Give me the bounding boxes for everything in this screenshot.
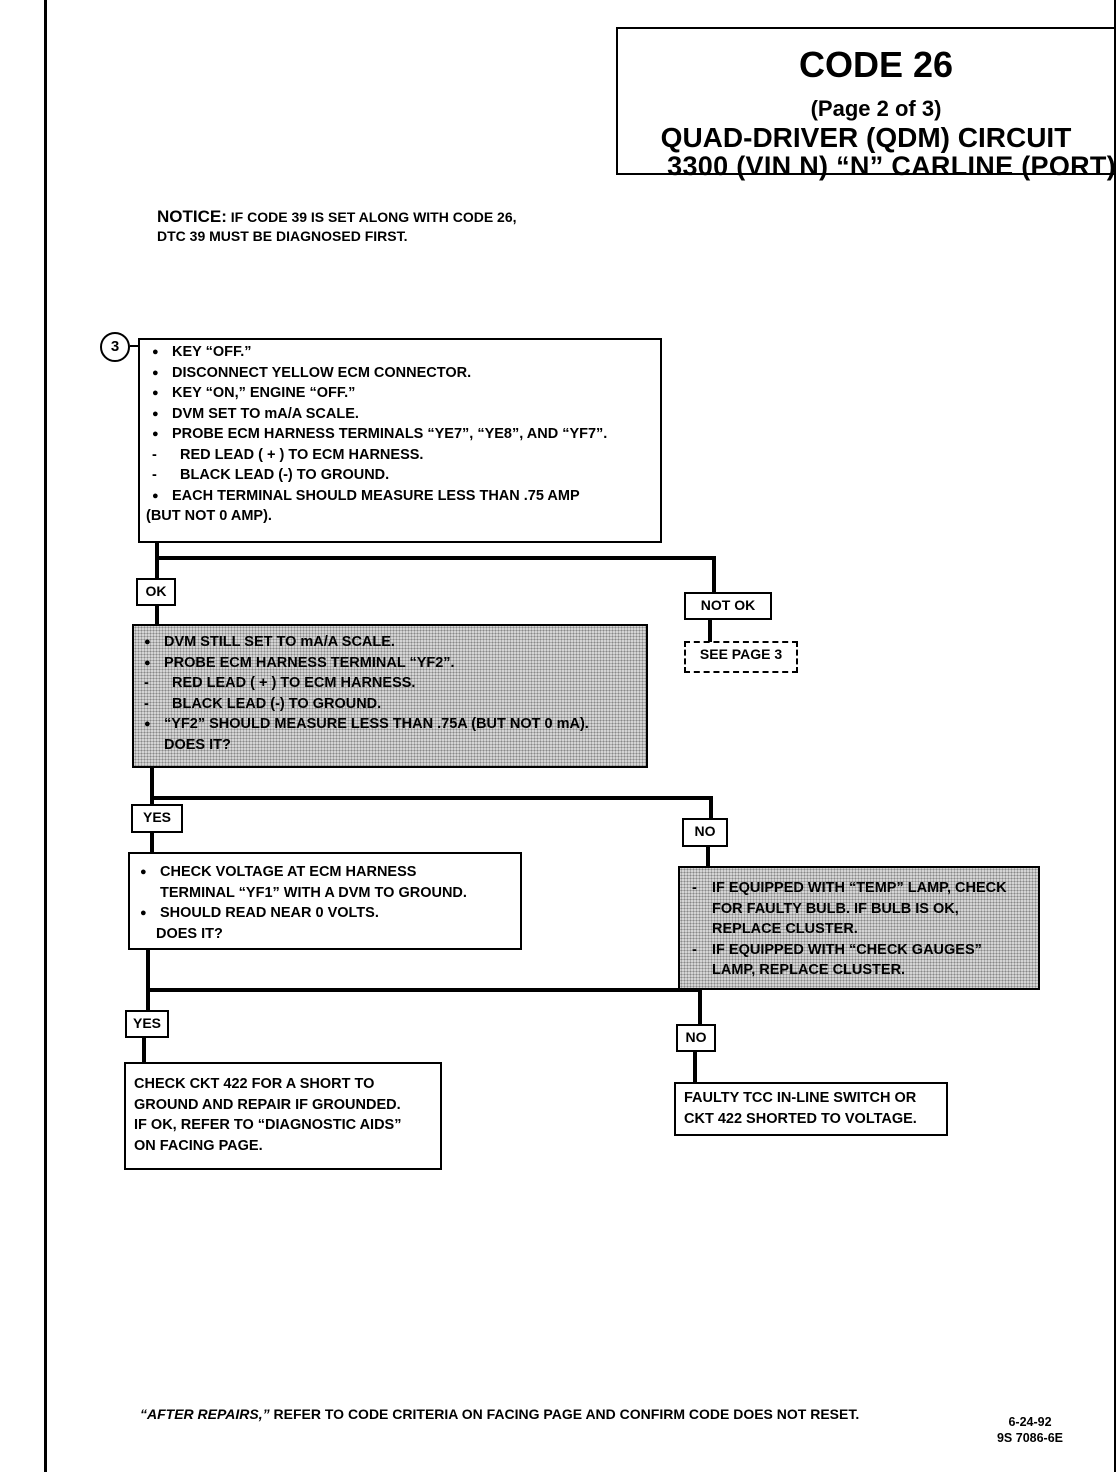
instruction-item: EACH TERMINAL SHOULD MEASURE LESS THAN .…	[146, 486, 654, 507]
connector-line	[130, 345, 144, 347]
instruction-item: DVM SET TO mA/A SCALE.	[146, 404, 654, 425]
connector-line	[146, 988, 702, 992]
check-voltage-box: CHECK VOLTAGE AT ECM HARNESS TERMINAL “Y…	[128, 852, 522, 950]
instruction-subitem: RED LEAD ( + ) TO ECM HARNESS.	[138, 673, 640, 694]
instruction-item: KEY “ON,” ENGINE “OFF.”	[146, 383, 654, 404]
yes-label: YES	[131, 804, 183, 833]
document-id: 6-24-92 9S 7086-6E	[985, 1414, 1075, 1446]
replace-cluster-box: IF EQUIPPED WITH “TEMP” LAMP, CHECK FOR …	[678, 866, 1040, 990]
instruction-item: DISCONNECT YELLOW ECM CONNECTOR.	[146, 363, 654, 384]
connector-line	[155, 556, 716, 560]
no-label: NO	[682, 818, 728, 847]
faulty-switch-box: FAULTY TCC IN-LINE SWITCH OR CKT 422 SHO…	[674, 1082, 948, 1136]
connector-line	[693, 1050, 697, 1084]
title-code: CODE 26	[798, 44, 954, 85]
instruction-line: GROUND AND REPAIR IF GROUNDED.	[134, 1096, 401, 1113]
connector-line	[155, 604, 159, 626]
connector-line	[150, 766, 154, 804]
connector-line	[708, 618, 712, 642]
title-page: (Page 2 of 3)	[810, 96, 942, 121]
page-border-right	[1114, 0, 1116, 1472]
instruction-item: KEY “OFF.”	[146, 342, 654, 363]
instruction-line: FAULTY TCC IN-LINE SWITCH OR	[684, 1090, 917, 1106]
instruction-item: PROBE ECM HARNESS TERMINALS “YE7”, “YE8”…	[146, 424, 654, 445]
notice-text-a: IF CODE 39 IS SET ALONG WITH CODE 26,	[226, 209, 517, 225]
connector-line	[155, 541, 159, 579]
instruction-item: IF EQUIPPED WITH “CHECK GAUGES”	[686, 940, 1032, 961]
instruction-line: CHECK CKT 422 FOR A SHORT TO	[134, 1076, 375, 1092]
yes-label: YES	[125, 1010, 169, 1038]
connector-line	[150, 796, 713, 800]
after-repairs-emphasis: “AFTER REPAIRS,”	[140, 1406, 270, 1422]
instruction-continuation: REPLACE CLUSTER.	[712, 921, 858, 937]
connector-line	[150, 832, 154, 854]
instruction-subitem: RED LEAD ( + ) TO ECM HARNESS.	[146, 445, 654, 466]
step-number-badge: 3	[100, 332, 130, 362]
connector-line	[142, 1036, 146, 1062]
instruction-line: ON FACING PAGE.	[134, 1137, 263, 1154]
instruction-item: CHECK VOLTAGE AT ECM HARNESS	[134, 862, 514, 883]
instruction-line: CKT 422 SHORTED TO VOLTAGE.	[684, 1110, 917, 1127]
document-number: 9S 7086-6E	[996, 1431, 1064, 1445]
instruction-subitem: BLACK LEAD (-) TO GROUND.	[146, 465, 654, 486]
title-carline: 3300 (VIN N) “N” CARLINE (PORT)	[667, 151, 1116, 181]
instruction-continuation: TERMINAL “YF1” WITH A DVM TO GROUND.	[160, 884, 467, 901]
connector-line	[712, 556, 716, 592]
notice: NOTICE: IF CODE 39 IS SET ALONG WITH COD…	[157, 207, 627, 246]
ok-label: OK	[136, 578, 176, 606]
notice-text-b: DTC 39 MUST BE DIAGNOSED FIRST.	[157, 228, 408, 244]
no-label: NO	[676, 1024, 716, 1052]
instruction-continuation: DOES IT?	[164, 736, 231, 753]
instruction-continuation: FOR FAULTY BULB. IF BULB IS OK,	[712, 900, 959, 917]
after-repairs-text: REFER TO CODE CRITERIA ON FACING PAGE AN…	[269, 1406, 860, 1422]
document-date: 6-24-92	[1008, 1415, 1052, 1429]
instruction-line: IF OK, REFER TO “DIAGNOSTIC AIDS”	[134, 1117, 402, 1133]
check-ckt-422-box: CHECK CKT 422 FOR A SHORT TO GROUND AND …	[124, 1062, 442, 1170]
instruction-item: IF EQUIPPED WITH “TEMP” LAMP, CHECK	[686, 878, 1032, 899]
instruction-continuation: LAMP, REPLACE CLUSTER.	[712, 962, 906, 978]
instruction-item: “YF2” SHOULD MEASURE LESS THAN .75A (BUT…	[138, 714, 640, 735]
probe-yf2-box: DVM STILL SET TO mA/A SCALE. PROBE ECM H…	[132, 624, 648, 768]
connector-line	[706, 846, 710, 868]
notice-label: NOTICE:	[157, 207, 227, 226]
see-page-3-reference: SEE PAGE 3	[684, 641, 798, 673]
after-repairs-note: “AFTER REPAIRS,” REFER TO CODE CRITERIA …	[140, 1406, 940, 1422]
connector-line	[146, 948, 150, 1012]
page-border-left	[44, 0, 47, 1472]
connector-line	[698, 988, 702, 1026]
title-circuit: QUAD-DRIVER (QDM) CIRCUIT	[660, 122, 1072, 153]
instruction-item: SHOULD READ NEAR 0 VOLTS.	[134, 903, 514, 924]
connector-line	[709, 796, 713, 818]
instruction-item: PROBE ECM HARNESS TERMINAL “YF2”.	[138, 653, 640, 674]
title-box	[616, 27, 1116, 175]
step-3-instructions-box: KEY “OFF.” DISCONNECT YELLOW ECM CONNECT…	[138, 338, 662, 543]
instruction-continuation: (BUT NOT 0 AMP).	[146, 508, 272, 524]
not-ok-label: NOT OK	[684, 592, 772, 620]
instruction-subitem: BLACK LEAD (-) TO GROUND.	[138, 694, 640, 715]
instruction-continuation: DOES IT?	[156, 925, 223, 942]
instruction-item: DVM STILL SET TO mA/A SCALE.	[138, 632, 640, 653]
